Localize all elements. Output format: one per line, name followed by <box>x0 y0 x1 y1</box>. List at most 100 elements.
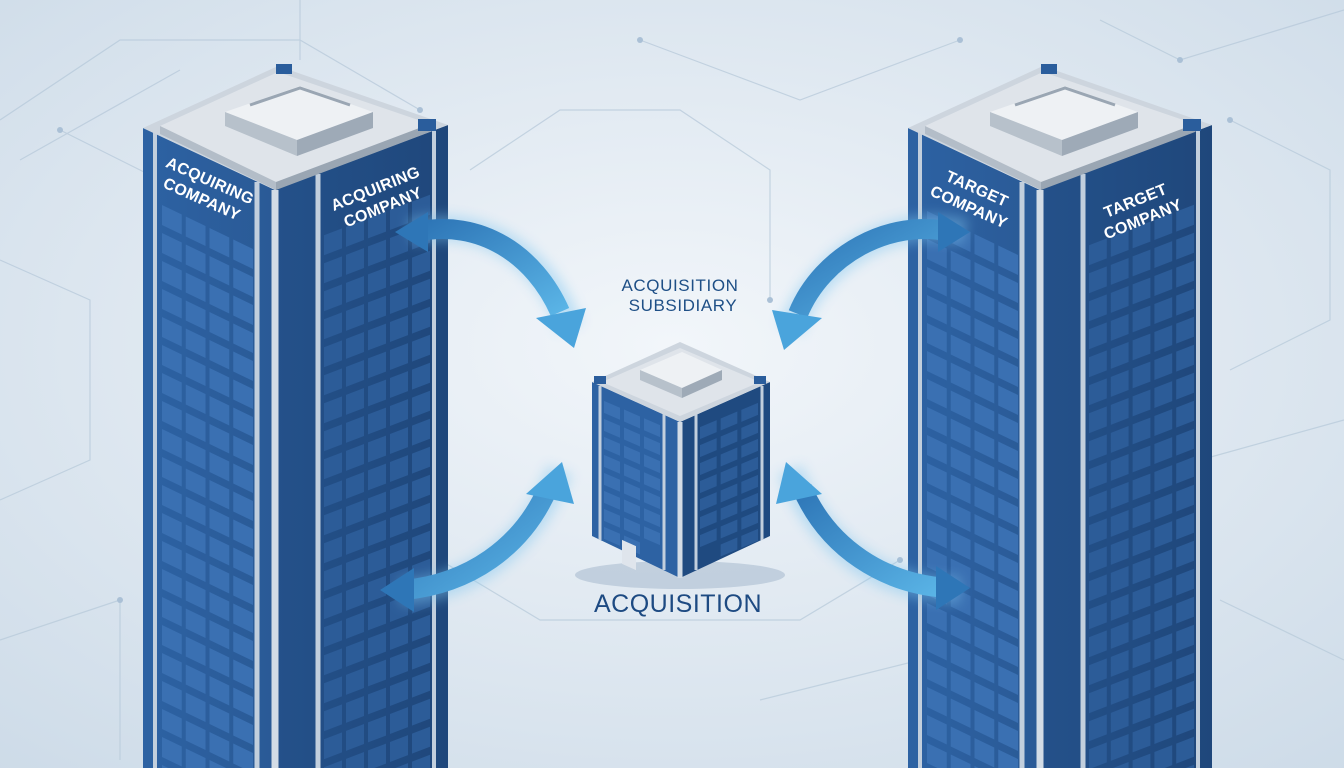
window-pane <box>185 272 206 303</box>
window-pane <box>950 278 971 309</box>
window-pane <box>368 603 386 631</box>
window-pane <box>1154 325 1173 353</box>
window-pane <box>1154 241 1173 269</box>
window-pane <box>950 334 971 365</box>
window-pane <box>998 721 1018 752</box>
window-pane <box>1110 621 1129 649</box>
window-pane <box>644 418 660 438</box>
window-pane <box>233 659 253 690</box>
window-pane <box>233 631 253 662</box>
window-pane <box>1132 753 1151 768</box>
window-pane <box>1110 537 1129 565</box>
window-pane <box>390 735 408 763</box>
window-pane <box>1132 641 1151 669</box>
window-pane <box>950 670 971 701</box>
window-pane <box>624 445 640 465</box>
target-company-building: TARGET COMPANY TARGET COMPANY <box>908 64 1212 768</box>
window-pane <box>209 703 230 734</box>
window-pane <box>368 351 386 379</box>
window-grid-right <box>324 194 430 768</box>
window-pane <box>1176 400 1194 428</box>
window-pane <box>368 715 386 743</box>
window-pane <box>233 519 253 550</box>
window-pane <box>644 490 660 510</box>
window-pane <box>604 472 620 492</box>
window-pane <box>974 401 995 432</box>
window-pane <box>1132 249 1151 277</box>
window-pane <box>324 564 342 592</box>
window-pane <box>324 592 342 620</box>
window-pane <box>1176 624 1194 652</box>
window-pane <box>950 474 971 505</box>
window-grid-right <box>1089 204 1194 768</box>
window-pane <box>233 463 253 494</box>
window-pane <box>368 519 386 547</box>
window-pane <box>998 665 1018 696</box>
window-pane <box>412 446 430 474</box>
window-pane <box>1110 565 1129 593</box>
window-pane <box>927 686 947 717</box>
window-pane <box>974 597 995 628</box>
window-pane <box>1154 661 1173 689</box>
window-pane <box>604 418 620 438</box>
window-pane <box>720 465 738 485</box>
window-pane <box>209 479 230 510</box>
window-pane <box>324 228 342 256</box>
window-pane <box>1132 697 1151 725</box>
window-pane <box>1089 350 1107 378</box>
window-pane <box>604 526 620 546</box>
window-pane <box>185 664 206 695</box>
window-pane <box>950 726 971 757</box>
window-grid-left <box>927 210 1018 768</box>
window-pane <box>209 647 230 678</box>
window-pane <box>185 468 206 499</box>
window-pane <box>1110 369 1129 397</box>
window-pane <box>233 295 253 326</box>
window-pane <box>162 344 182 375</box>
window-pane <box>720 519 738 539</box>
window-pane <box>1110 453 1129 481</box>
window-pane <box>346 499 364 527</box>
window-pane <box>1154 297 1173 325</box>
window-pane <box>974 709 995 740</box>
window-pane <box>185 244 206 275</box>
window-pane <box>185 496 206 527</box>
acquiring-company-building: ACQUIRING COMPANY ACQUIRING COMPANY <box>143 64 448 768</box>
window-pane <box>998 245 1018 276</box>
window-pane <box>1132 305 1151 333</box>
window-pane <box>185 552 206 583</box>
window-pane <box>162 204 182 235</box>
window-pane <box>998 525 1018 556</box>
window-pane <box>412 278 430 306</box>
window-pane <box>395 763 408 768</box>
window-pane <box>390 399 408 427</box>
window-pane <box>390 707 408 735</box>
window-pane <box>162 372 182 403</box>
window-pane <box>368 379 386 407</box>
window-pane <box>974 317 995 348</box>
window-pane <box>741 528 758 548</box>
window-pane <box>233 491 253 522</box>
window-pane <box>1110 677 1129 705</box>
window-pane <box>974 513 995 544</box>
window-pane <box>185 524 206 555</box>
window-pane <box>1089 714 1107 742</box>
window-pane <box>346 751 364 768</box>
window-pane <box>162 652 182 683</box>
subsidiary-label-2: SUBSIDIARY <box>629 296 738 315</box>
window-pane <box>368 491 386 519</box>
window-pane <box>162 736 182 767</box>
window-pane <box>209 731 230 762</box>
window-pane <box>998 413 1018 444</box>
window-pane <box>390 371 408 399</box>
window-pane <box>209 451 230 482</box>
window-pane <box>1154 717 1173 745</box>
window-pane <box>1089 686 1107 714</box>
window-pane <box>974 457 995 488</box>
window-pane <box>162 568 182 599</box>
window-pane <box>1089 266 1107 294</box>
window-pane <box>185 412 206 443</box>
window-pane <box>412 642 430 670</box>
window-pane <box>1154 577 1173 605</box>
window-pane <box>950 530 971 561</box>
